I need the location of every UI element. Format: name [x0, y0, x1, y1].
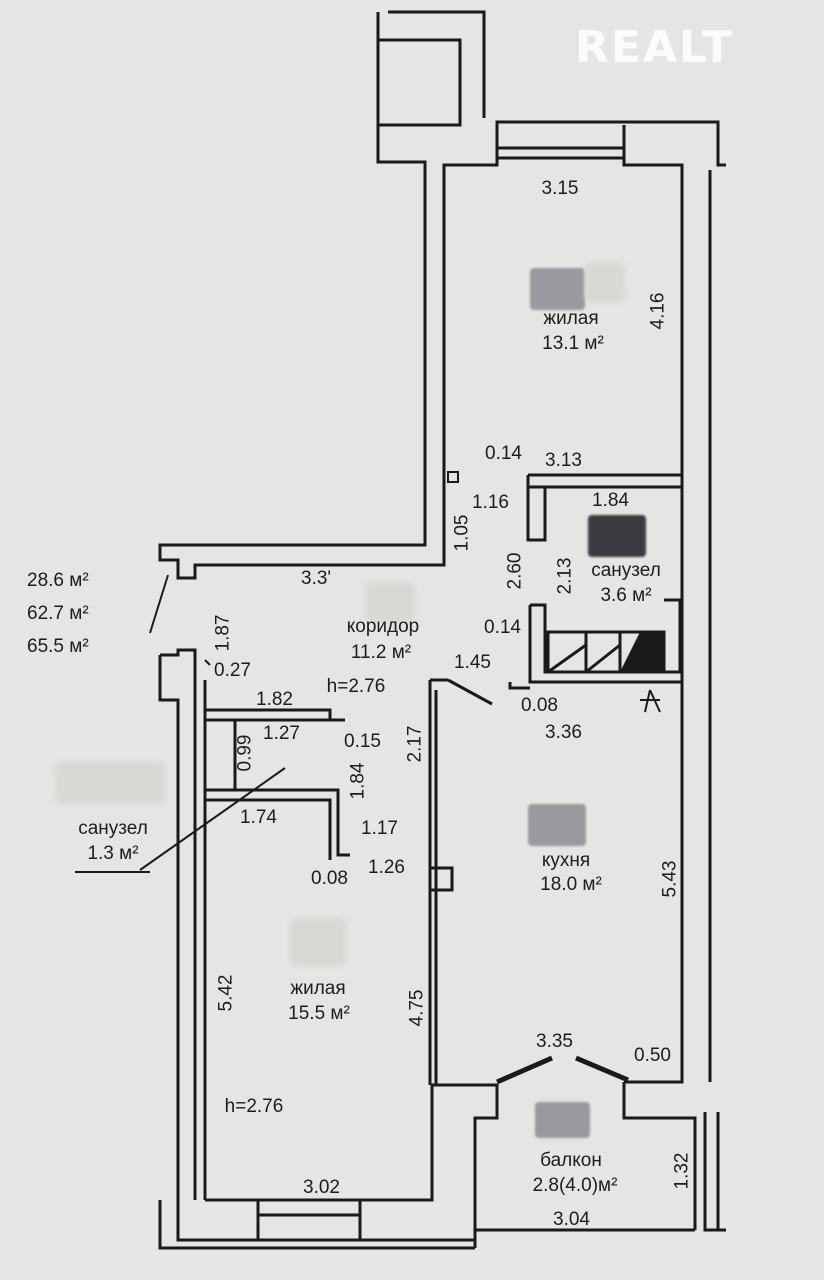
- room-name: жилая: [543, 308, 599, 329]
- dimension: 0.14: [485, 443, 522, 464]
- redacted-label: [528, 804, 586, 846]
- dimension: 4.16: [647, 292, 669, 330]
- dimension: 1.82: [256, 689, 293, 710]
- redacted-label: [535, 1102, 590, 1138]
- redacted-label: [588, 515, 646, 557]
- room-name: жилая: [290, 978, 346, 999]
- wall: [508, 682, 530, 690]
- room-area: 3.6 м²: [600, 585, 652, 606]
- dimension: 1.26: [368, 857, 405, 878]
- wall: [526, 475, 547, 542]
- dimension: 0.08: [311, 868, 348, 889]
- dimension: 1.45: [454, 652, 491, 673]
- dimension: 1.32: [671, 1152, 693, 1190]
- dimension: 0.99: [234, 734, 256, 772]
- dimension: 1.84: [347, 762, 369, 800]
- dimension: 2.17: [404, 725, 426, 763]
- room-height: h=2.76: [224, 1096, 284, 1117]
- dimension: 1.05: [451, 514, 473, 552]
- wall: [205, 788, 350, 857]
- dimension: 0.27: [214, 660, 251, 681]
- wall: [376, 12, 462, 127]
- dimension: 2.60: [504, 552, 526, 590]
- wall: [622, 1082, 697, 1230]
- dimension: 3.04: [553, 1209, 590, 1230]
- room-area: 13.1 м²: [542, 333, 604, 354]
- room-height: h=2.76: [326, 676, 386, 697]
- room-area: 18.0 м²: [540, 874, 602, 895]
- dimension: 2.13: [554, 557, 576, 595]
- total-area: 62.7 м²: [27, 603, 89, 624]
- room-area: 2.8(4.0)м²: [532, 1175, 618, 1196]
- wall: [205, 708, 345, 722]
- room-area: 1.3 м²: [87, 843, 139, 864]
- wall: [622, 125, 684, 1084]
- dimension: 3.36: [545, 722, 582, 743]
- dimension: 0.15: [344, 731, 381, 752]
- redacted-label: [530, 268, 585, 310]
- dimension: 1.84: [592, 490, 629, 511]
- wall: [158, 120, 720, 580]
- room-name: санузел: [78, 818, 148, 839]
- wall: [528, 605, 682, 684]
- room-area: 11.2 м²: [350, 642, 412, 663]
- total-area: 28.6 м²: [27, 570, 89, 591]
- dimension: 1.27: [263, 723, 300, 744]
- dimension: 1.87: [212, 614, 234, 652]
- toilet-fixture: [620, 632, 664, 672]
- room-name: балкон: [540, 1150, 602, 1171]
- room-name: санузел: [591, 560, 661, 581]
- dimension: 3.35: [536, 1031, 573, 1052]
- dimension: 1.16: [472, 492, 509, 513]
- dimension: 5.43: [659, 860, 681, 898]
- dimension: 1.17: [361, 818, 398, 839]
- room-area: 15.5 м²: [288, 1003, 350, 1024]
- dimension: 3.3': [301, 568, 332, 589]
- dimension: 3.13: [545, 450, 582, 471]
- dimension: 4.75: [406, 989, 428, 1027]
- realt-logo: REALT: [575, 22, 734, 73]
- dimension: 3.02: [303, 1177, 340, 1198]
- dimension: 5.42: [215, 974, 237, 1012]
- room-name: кухня: [541, 850, 591, 871]
- wall: [205, 798, 332, 860]
- wall: [716, 135, 726, 167]
- wall: [158, 1200, 475, 1250]
- dimension: 1.74: [240, 807, 277, 828]
- door-swing: [447, 678, 493, 706]
- wall: [205, 1083, 695, 1232]
- total-area: 65.5 м²: [27, 636, 89, 657]
- dimension: 3.15: [541, 178, 579, 199]
- wall: [158, 655, 180, 1220]
- wall: [176, 1220, 475, 1242]
- room-name: коридор: [346, 616, 420, 637]
- dimension: 0.50: [634, 1045, 671, 1066]
- dimension: 0.14: [484, 617, 521, 638]
- wall: [388, 10, 486, 118]
- dimension: 0.08: [521, 695, 558, 716]
- wall: [160, 648, 197, 1200]
